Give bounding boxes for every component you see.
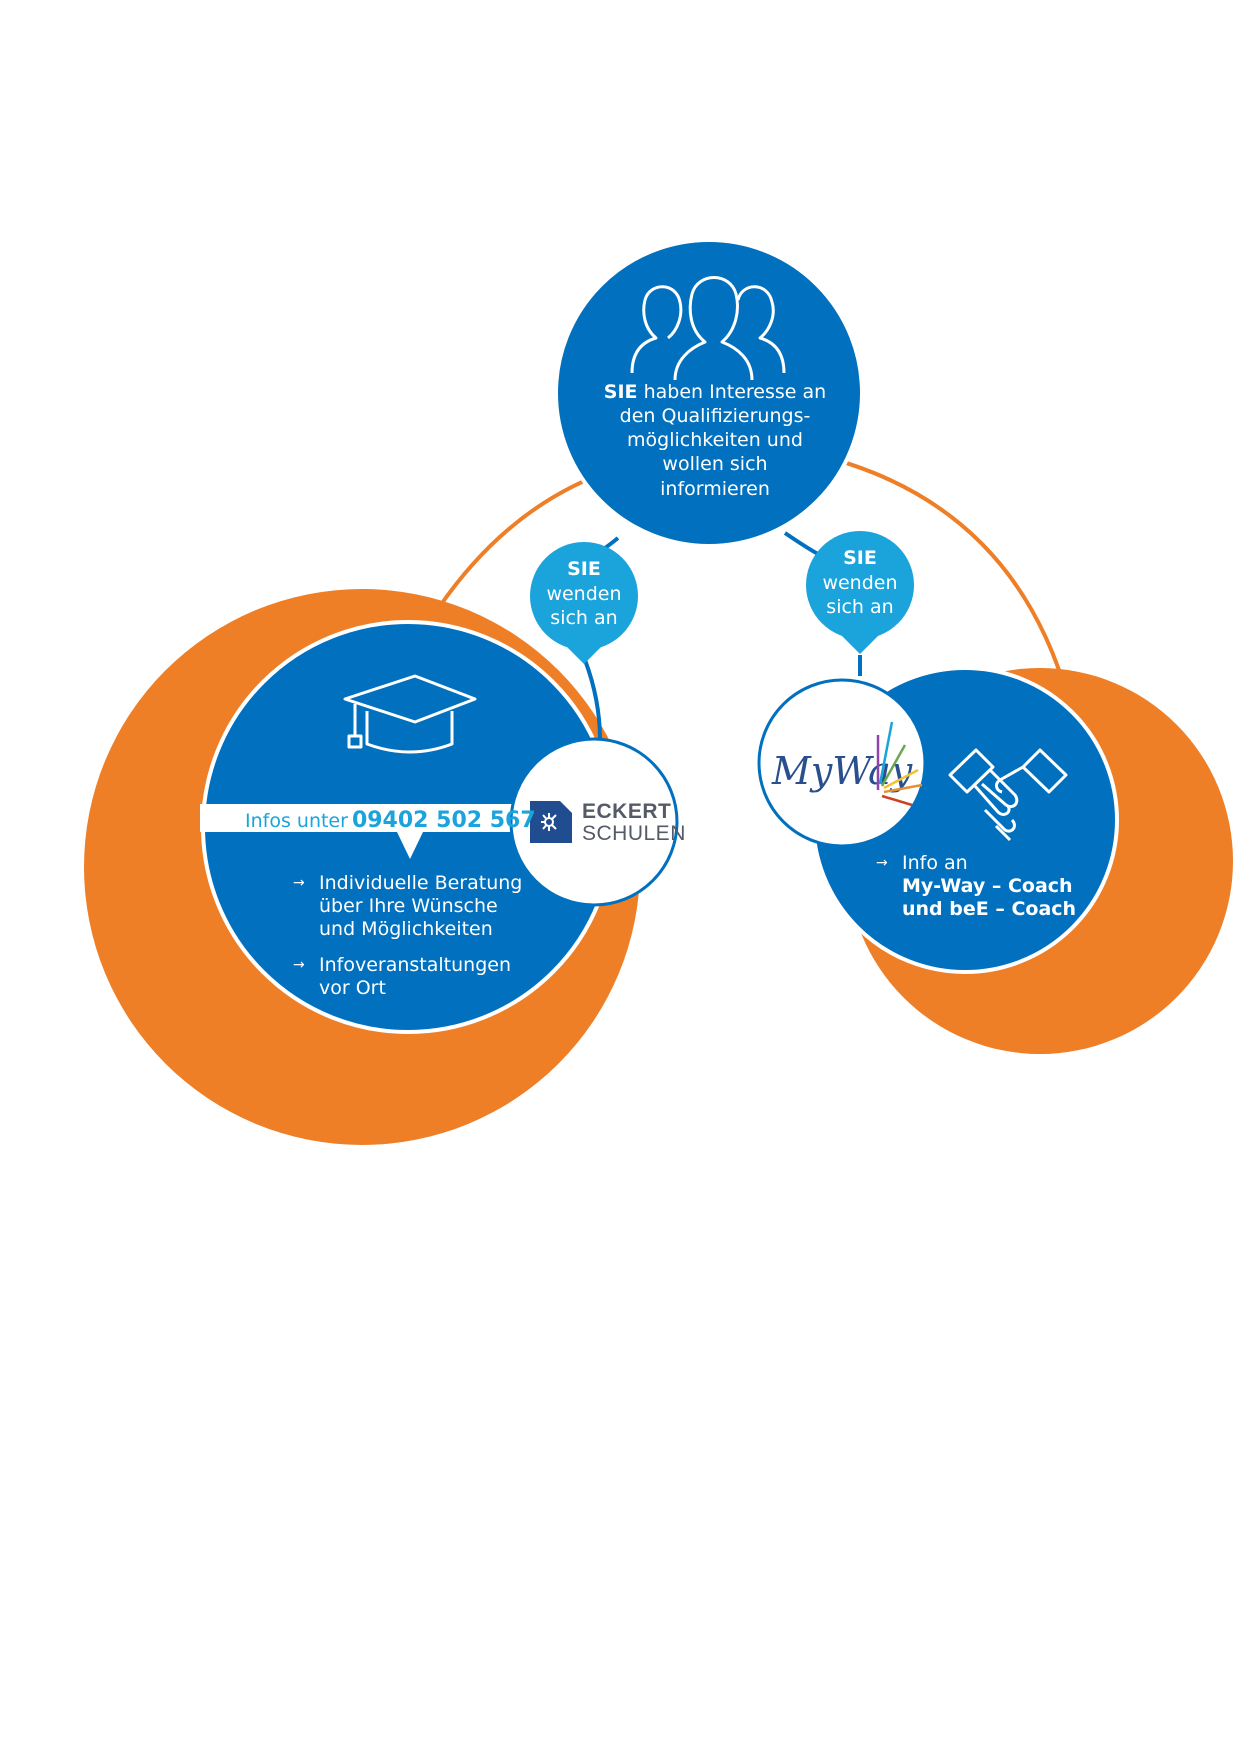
right-bubble-line-3: sich an: [826, 596, 894, 619]
right-bubble-line-1: SIE: [843, 547, 877, 569]
list-item-line: Individuelle Beratung: [319, 872, 523, 894]
right-info-list: → Info an My-Way – Coach und beE – Coach: [876, 852, 1086, 934]
right-bubble-line-2: wenden: [822, 571, 898, 594]
graduation-cap-icon: [343, 674, 477, 754]
band-phone: 09402 502 567: [351, 808, 536, 833]
myway-logo-circle: [757, 678, 927, 848]
left-info-list: → Individuelle Beratung über Ihre Wünsch…: [293, 872, 533, 1014]
eckert-logo-mark: [530, 801, 572, 843]
arrow-icon: →: [876, 855, 888, 871]
right-orange-arrow: [813, 447, 1062, 674]
left-speech-bubble: [530, 542, 638, 664]
right-bubble-text: SIE wenden sich an: [795, 546, 925, 620]
list-item: → Infoveranstaltungen vor Ort: [293, 954, 533, 1000]
top-text-strong: SIE: [603, 381, 638, 403]
top-text-line-1: haben Interesse an: [643, 381, 827, 403]
top-text-line-5: informieren: [660, 477, 770, 500]
right-list-line-1: Info an: [902, 852, 968, 874]
left-bubble-line-3: sich an: [550, 607, 618, 630]
arrow-icon: →: [293, 875, 305, 891]
list-item-line: und Möglichkeiten: [319, 917, 493, 940]
myway-logo: MyWay: [771, 721, 923, 807]
eckert-logo-line-1: ECKERT: [582, 800, 672, 823]
left-bubble-line-2: wenden: [546, 582, 622, 605]
left-connector-line-lower: [583, 659, 602, 741]
list-item: → Individuelle Beratung über Ihre Wünsch…: [293, 872, 533, 940]
top-text-line-4: wollen sich: [662, 453, 768, 476]
top-text-line-2: den Qualifizierungs-: [619, 405, 811, 428]
list-item-line: Infoveranstaltungen: [319, 954, 511, 977]
right-speech-bubble: [806, 531, 914, 654]
right-list-line-2: My-Way – Coach: [902, 874, 1073, 897]
arrow-icon: →: [293, 957, 305, 974]
info-band: [200, 804, 540, 859]
right-list-line-3: und beE – Coach: [902, 897, 1077, 920]
top-circle-text: SIE haben Interesse an den Qualifizierun…: [580, 380, 850, 501]
handshake-icon: [948, 748, 1068, 842]
list-item-line: vor Ort: [319, 977, 386, 1000]
left-bubble-line-1: SIE: [567, 558, 601, 580]
eckert-logo-line-2: SCHULEN: [582, 822, 686, 845]
people-group-icon: [630, 276, 786, 381]
band-label: Infos unter: [245, 810, 348, 832]
eckert-logo-circle: [509, 737, 679, 907]
list-item-line: über Ihre Wünsche: [319, 894, 498, 917]
top-blue-circle: [554, 238, 864, 548]
left-bubble-text: SIE wenden sich an: [519, 557, 649, 631]
list-item: → Info an My-Way – Coach und beE – Coach: [876, 852, 1086, 920]
top-text-line-3: möglichkeiten und: [627, 429, 803, 452]
eckert-logo-text: ECKERT SCHULEN: [582, 801, 686, 845]
